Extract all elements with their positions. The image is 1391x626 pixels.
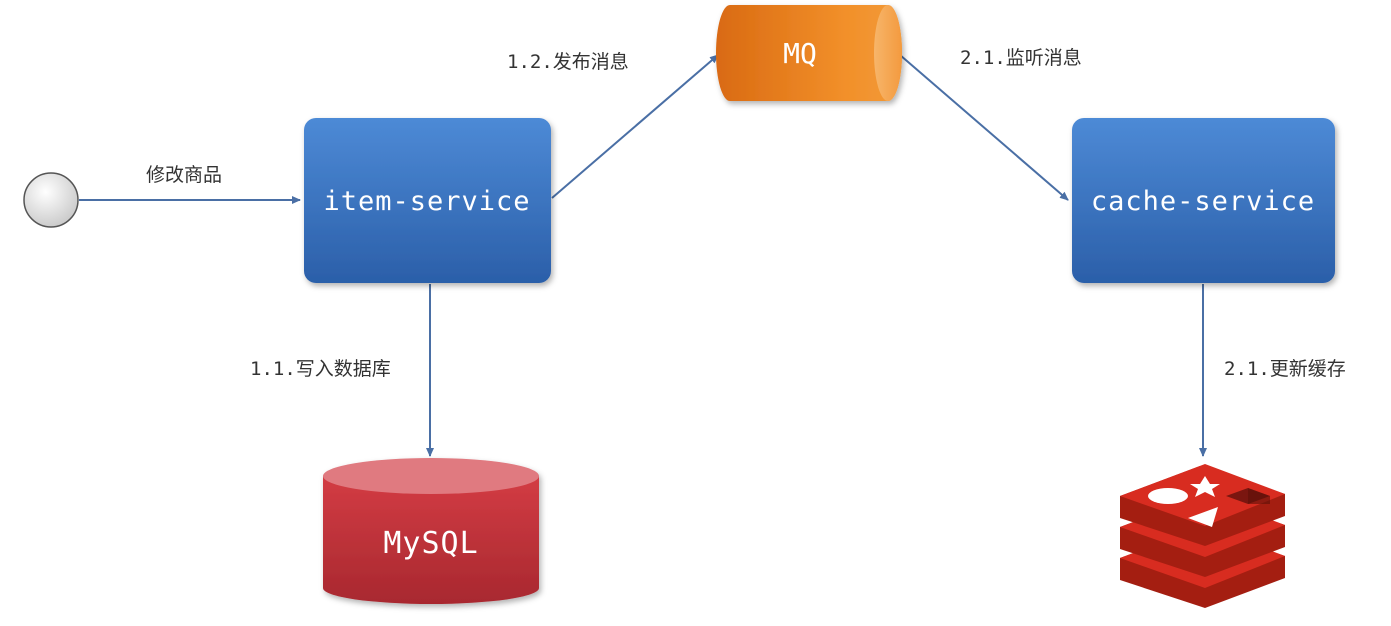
cache-service-node (1072, 118, 1335, 283)
edge-label-publish-msg: 1.2.发布消息 (507, 51, 629, 73)
cache-service-label: cache-service (1091, 186, 1315, 217)
mysql-node (323, 458, 539, 604)
user-actor-circle (23, 172, 79, 228)
edge-label-modify-item: 修改商品 (146, 164, 222, 186)
edge-label-write-db: 1.1.写入数据库 (250, 358, 391, 380)
edge-label-update-cache: 2.1.更新缓存 (1224, 358, 1346, 380)
mysql-label: MySQL (383, 526, 478, 561)
item-service-label: item-service (323, 186, 530, 217)
redis-logo-icon (1120, 464, 1285, 608)
edge-label-listen-msg: 2.1.监听消息 (960, 47, 1082, 69)
mq-node (716, 5, 902, 101)
mq-label: MQ (783, 37, 817, 70)
arrow-mq-to-cache-service (899, 54, 1069, 201)
arrow-item-service-to-mq (551, 54, 719, 199)
item-service-node (304, 118, 551, 283)
